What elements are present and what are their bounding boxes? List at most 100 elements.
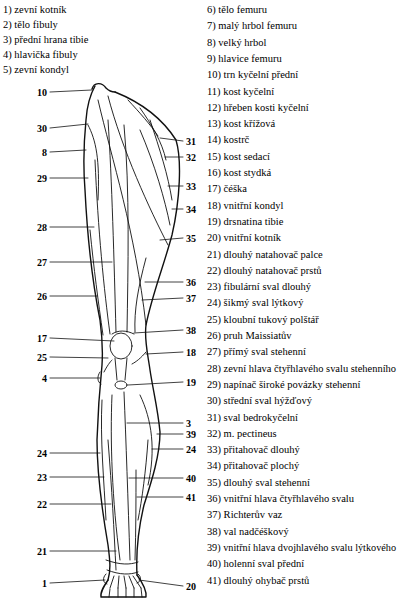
key-entry: 3) přední hrana tibie bbox=[3, 34, 88, 46]
key-entry: 5) zevní kondyl bbox=[3, 64, 69, 76]
sartorius-line bbox=[108, 96, 168, 245]
toe-line bbox=[109, 588, 142, 597]
key-entry: 21) dlouhý natahovač palce bbox=[207, 249, 323, 261]
leader-line bbox=[50, 357, 108, 358]
key-entry: 40) holenní sval přední bbox=[207, 558, 304, 570]
callout-number: 35 bbox=[186, 233, 196, 244]
key-entry: 32) m. pectineus bbox=[207, 428, 277, 440]
key-entry: 35) dlouhý sval stehenní bbox=[207, 477, 310, 489]
key-entry: 37) Richterův vaz bbox=[207, 509, 282, 521]
key-entry: 24) šikmý sval lýtkový bbox=[207, 297, 304, 309]
callout-number: 19 bbox=[186, 377, 196, 388]
key-entry: 39) vnitřní hlava dvojhlavého svalu lýtk… bbox=[207, 542, 396, 554]
leader-line bbox=[137, 497, 183, 498]
key-entry: 28) zevní hlava čtyřhlavého svalu stehen… bbox=[207, 363, 396, 375]
leader-line bbox=[50, 124, 88, 128]
leader-line bbox=[165, 157, 183, 158]
tibia-crest bbox=[124, 392, 130, 560]
callout-number: 39 bbox=[186, 429, 196, 440]
leader-line bbox=[157, 434, 183, 435]
adductor-line bbox=[140, 130, 170, 225]
callout-number: 34 bbox=[186, 204, 196, 215]
flexor-line bbox=[135, 470, 136, 560]
leader-line bbox=[152, 449, 183, 450]
callout-number: 40 bbox=[186, 473, 196, 484]
leader-line bbox=[50, 296, 97, 297]
leader-line bbox=[145, 282, 183, 283]
lateral-outline bbox=[84, 86, 110, 580]
callout-number: 32 bbox=[186, 152, 196, 163]
iliac-crest bbox=[92, 84, 115, 92]
key-entry: 17) čéška bbox=[207, 183, 247, 195]
leader-line bbox=[50, 551, 116, 552]
key-entry: 27) přímý sval stehenní bbox=[207, 346, 306, 358]
key-entry: 41) dlouhý ohybač prstů bbox=[207, 575, 309, 587]
key-entry: 36) vnitřní hlava čtyřhlavého svalu bbox=[207, 493, 354, 505]
callout-number: 24 bbox=[37, 448, 47, 459]
condyle-line bbox=[104, 352, 146, 372]
key-entry: 29) napínač široké povázky stehenní bbox=[207, 379, 360, 391]
callout-number: 3 bbox=[186, 418, 191, 429]
key-entry: 34) přitahovač plochý bbox=[207, 460, 299, 472]
key-entry: 12) hřeben kosti kyčelní bbox=[207, 102, 309, 114]
key-entry: 6) tělo femuru bbox=[207, 4, 267, 16]
key-entry: 14) kostrč bbox=[207, 134, 249, 146]
callout-number: 17 bbox=[37, 333, 47, 344]
callout-number: 23 bbox=[37, 472, 47, 483]
soleus-line bbox=[138, 440, 148, 520]
tibial-tuberosity bbox=[115, 381, 127, 389]
extensor-tendon bbox=[110, 576, 141, 588]
leader-line bbox=[139, 580, 183, 586]
leader-line bbox=[50, 178, 88, 179]
leader-line bbox=[50, 453, 100, 454]
gastrocnemius-line bbox=[140, 395, 152, 485]
key-entry: 15) kost sedací bbox=[207, 151, 270, 163]
key-entry: 18) vnitřní kondyl bbox=[207, 200, 283, 212]
tibialis-anterior-line bbox=[111, 395, 120, 560]
iliotibial-band-line bbox=[90, 230, 103, 335]
leader-line bbox=[50, 477, 104, 478]
vastus-lateralis-line bbox=[95, 160, 110, 334]
key-entry: 7) malý hrbol femuru bbox=[207, 20, 297, 32]
callout-number: 27 bbox=[37, 257, 47, 268]
key-entry: 2) tělo fibuly bbox=[3, 19, 58, 31]
rectus-femoris-line bbox=[124, 125, 128, 332]
leader-line bbox=[50, 580, 105, 583]
foot-outline bbox=[101, 575, 146, 597]
leader-line bbox=[160, 138, 183, 141]
leader-line bbox=[142, 298, 183, 300]
rectus-femoris-line bbox=[108, 120, 116, 332]
vastus-medialis-line bbox=[135, 258, 146, 332]
callout-number: 8 bbox=[42, 147, 47, 158]
key-entry: 11) kost kyčelní bbox=[207, 86, 274, 98]
leader-line bbox=[172, 209, 183, 210]
tensor-fasciae-line bbox=[88, 125, 99, 200]
leader-line bbox=[128, 382, 183, 385]
extensor-line bbox=[108, 440, 116, 570]
key-entry: 4) hlavička fibuly bbox=[3, 49, 78, 61]
callout-number: 10 bbox=[37, 87, 47, 98]
leader-line bbox=[127, 423, 183, 424]
callout-number: 21 bbox=[37, 546, 47, 557]
callout-number: 22 bbox=[37, 499, 47, 510]
key-entry: 38) val nadčéškový bbox=[207, 526, 289, 538]
leader-line bbox=[50, 378, 100, 379]
callout-number: 20 bbox=[186, 581, 196, 592]
leader-line bbox=[50, 150, 86, 152]
key-entry: 10) trn kyčelní přední bbox=[207, 69, 298, 81]
leader-line bbox=[134, 330, 183, 333]
callout-number: 41 bbox=[186, 492, 196, 503]
patellar-ligament bbox=[115, 358, 127, 380]
key-entry: 22) dlouhý natahovač prstů bbox=[207, 265, 322, 277]
leader-line bbox=[50, 504, 111, 505]
callout-number: 25 bbox=[37, 352, 47, 363]
leader-line bbox=[50, 338, 114, 341]
callout-number: 18 bbox=[186, 347, 196, 358]
callout-number: 36 bbox=[186, 277, 196, 288]
key-entry: 9) hlavice femuru bbox=[207, 53, 282, 65]
key-entry: 26) pruh Maissiatův bbox=[207, 330, 292, 342]
callout-number: 24 bbox=[186, 444, 196, 455]
callout-number: 29 bbox=[37, 173, 47, 184]
